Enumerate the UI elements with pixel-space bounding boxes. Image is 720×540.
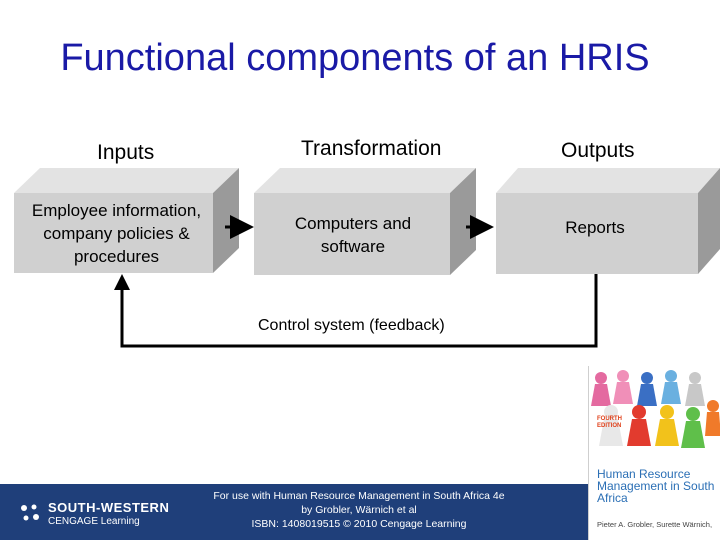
feedback-loop-line [120, 274, 598, 348]
book-title: Human Resource Management in South Afric… [597, 467, 715, 505]
transformation-label: Transformation [301, 137, 442, 160]
footer-citation: For use with Human Resource Management i… [195, 489, 523, 531]
book-cover: FOURTH EDITION Human Resource Management… [588, 366, 720, 540]
book-edition: FOURTH EDITION [597, 416, 622, 429]
transformation-box [254, 168, 476, 275]
transformation-box-text: Computers and software [294, 214, 412, 256]
footer-line-2: by Grobler, Wärnich et al [301, 504, 417, 516]
outputs-box [496, 168, 720, 274]
publisher-logo-icon [21, 504, 39, 521]
inputs-label: Inputs [97, 141, 155, 164]
game-pieces-image [591, 370, 720, 448]
book-authors: Pieter A. Grobler, Surette Wärnich, [597, 520, 713, 529]
inputs-box-text: Employee information, company policies &… [31, 201, 202, 266]
footer-bar [0, 484, 588, 540]
footer-line-3: ISBN: 1408019515 © 2010 Cengage Learning [251, 518, 467, 530]
outputs-box-text: Reports [565, 218, 625, 237]
page-title: Functional components of an HRIS [60, 37, 650, 79]
inputs-box [14, 168, 239, 273]
feedback-label: Control system (feedback) [258, 317, 445, 334]
footer-line-1: For use with Human Resource Management i… [213, 490, 505, 502]
feedback-arrowhead [114, 274, 130, 290]
publisher-sub: CENGAGE Learning [48, 516, 140, 527]
outputs-label: Outputs [561, 139, 635, 162]
publisher-name: SOUTH-WESTERN [48, 500, 170, 515]
